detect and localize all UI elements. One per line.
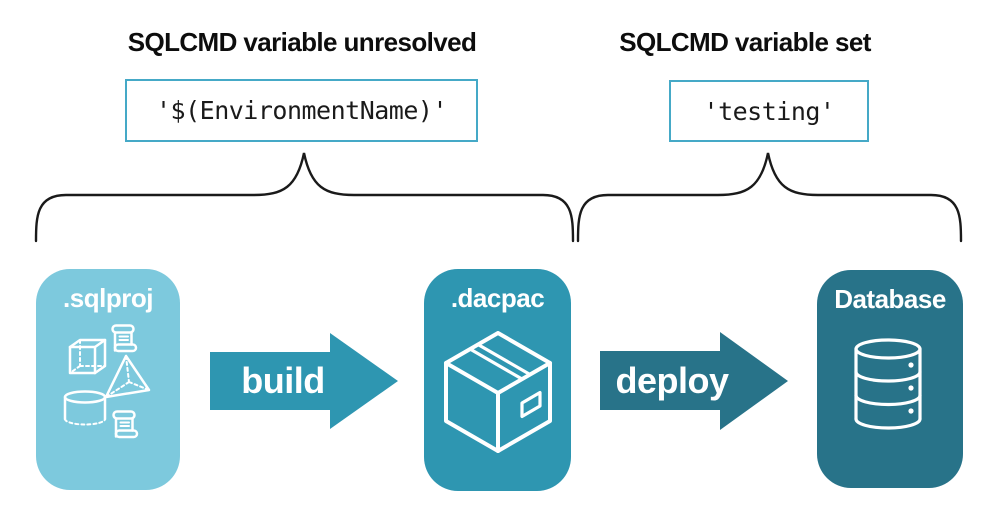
sqlproj-node: .sqlproj <box>36 269 180 490</box>
sqlproj-node-label: .sqlproj <box>63 283 153 313</box>
right-brace <box>576 152 963 243</box>
package-icon <box>444 331 552 453</box>
build-arrow <box>210 333 398 429</box>
dacpac-node-label: .dacpac <box>450 283 545 313</box>
unresolved-code-value: '$(EnvironmentName)' <box>155 96 448 125</box>
cube-icon <box>68 338 107 375</box>
database-node: Database <box>817 270 963 488</box>
database-icon <box>854 338 922 430</box>
dacpac-node: .dacpac <box>424 269 571 491</box>
pyramid-icon <box>104 354 151 399</box>
sql-objects-icon <box>63 324 151 439</box>
resolved-title: SQLCMD variable set <box>619 27 871 57</box>
resolved-code-value: 'testing' <box>703 96 835 126</box>
resolved-code-box: 'testing' <box>669 80 869 142</box>
deploy-arrow <box>600 332 788 430</box>
left-brace <box>34 152 575 243</box>
script-icon <box>111 324 138 353</box>
cylinder-icon <box>63 390 107 426</box>
deploy-label: deploy <box>615 360 729 402</box>
build-label: build <box>241 360 325 402</box>
database-node-label: Database <box>834 284 946 314</box>
unresolved-title: SQLCMD variable unresolved <box>127 27 477 57</box>
script-icon <box>112 410 139 439</box>
unresolved-code-box: '$(EnvironmentName)' <box>125 79 478 142</box>
